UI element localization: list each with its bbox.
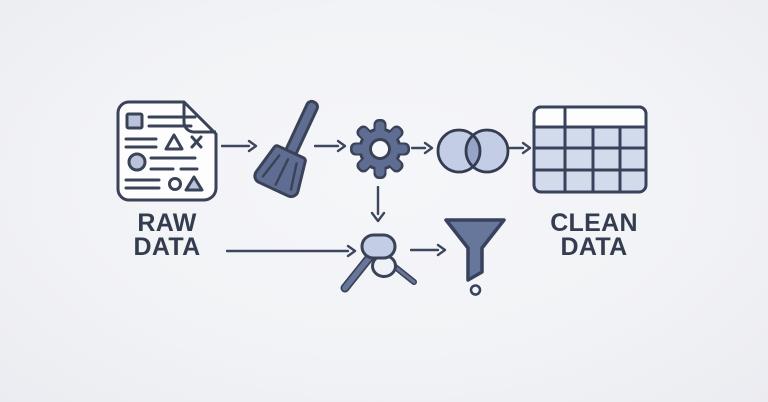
broom-icon bbox=[242, 94, 326, 202]
gear-icon bbox=[349, 118, 411, 180]
magnifier-inspect-icon bbox=[340, 232, 418, 296]
clean-data-line2: DATA bbox=[560, 233, 628, 261]
arrow-broom-to-gear bbox=[314, 138, 348, 154]
arrow-gear-to-venn bbox=[411, 140, 435, 156]
arrow-rawdata-to-inspect bbox=[226, 243, 360, 259]
raw-data-line2: DATA bbox=[133, 233, 201, 261]
funnel-icon bbox=[442, 215, 510, 299]
raw-data-line1: RAW bbox=[137, 209, 197, 237]
venn-diagram-icon bbox=[436, 127, 512, 175]
document-icon bbox=[115, 99, 219, 203]
arrow-venn-to-table bbox=[509, 140, 533, 156]
clean-data-label: CLEAN DATA bbox=[544, 209, 644, 261]
clean-data-line1: CLEAN bbox=[550, 209, 638, 237]
raw-data-label: RAW DATA bbox=[117, 209, 217, 261]
arrow-document-to-broom bbox=[221, 138, 259, 154]
arrow-inspect-to-funnel bbox=[410, 242, 448, 258]
table-icon bbox=[532, 105, 648, 194]
arrow-gear-to-inspect bbox=[369, 186, 387, 226]
